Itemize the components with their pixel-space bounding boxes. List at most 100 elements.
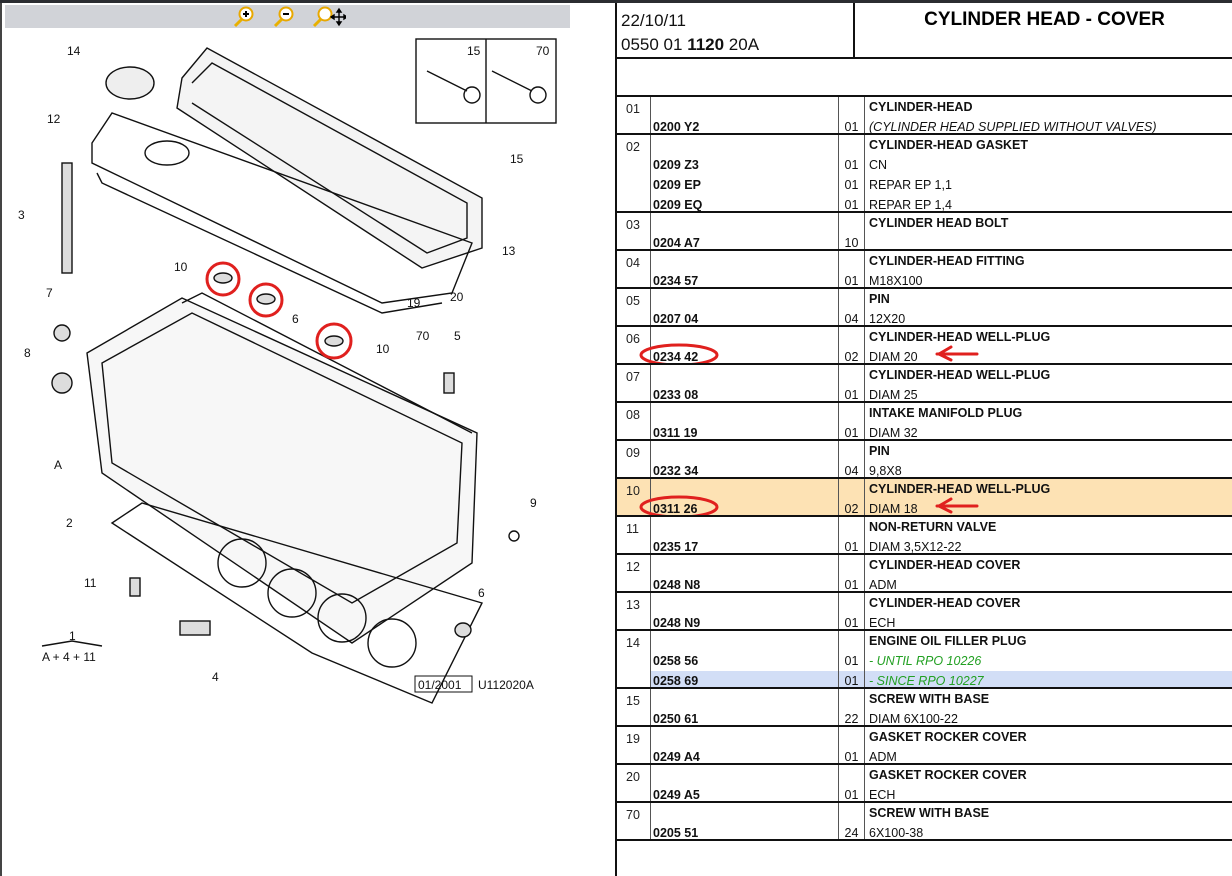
ref-number: 12 [626, 560, 640, 574]
part-number[interactable]: 0204 A7 [653, 236, 700, 250]
parts-header: 22/10/11 0550 01 1120 20A CYLINDER HEAD … [617, 3, 1232, 59]
callout-6b: 6 [478, 586, 485, 600]
quantity: 01 [844, 750, 859, 764]
part-number[interactable]: 0209 Z3 [653, 158, 699, 172]
part-number[interactable]: 0248 N9 [653, 616, 701, 630]
part-number[interactable]: 0207 04 [653, 312, 699, 326]
spacer [839, 135, 864, 155]
ref-number: 09 [626, 446, 640, 460]
zoom-pan-icon [312, 6, 346, 27]
callout-9: 9 [530, 496, 537, 510]
part-title: GASKET ROCKER COVER [869, 730, 1027, 744]
diagram-panel: 14 12 3 10 6 10 7 8 A 2 11 4 6 9 5 70 19… [0, 3, 612, 876]
part-number[interactable]: 0311 26 [653, 502, 698, 516]
spacer [651, 765, 838, 785]
callout-A: A [54, 458, 62, 472]
legend-number: 1 [69, 629, 76, 643]
part-number[interactable]: 0311 19 [653, 426, 698, 440]
quantity-cell: 10 [838, 213, 864, 249]
description-cell: SCREW WITH BASE DIAM 6X100-22 [864, 689, 1232, 725]
callout-14: 14 [67, 44, 81, 58]
selected-subrow[interactable] [650, 671, 1232, 687]
part-number-cell: 0207 04 [650, 289, 838, 325]
part-number[interactable]: 0250 61 [653, 712, 699, 726]
ref-number: 05 [626, 294, 640, 308]
quantity: 01 [844, 274, 859, 288]
part-number[interactable]: 0258 56 [653, 654, 699, 668]
callout-13: 13 [502, 244, 516, 258]
spacer [651, 97, 838, 117]
part-number[interactable]: 0235 17 [653, 540, 699, 554]
part-number[interactable]: 0248 N8 [653, 578, 701, 592]
part-number[interactable]: 0249 A4 [653, 750, 700, 764]
part-number-cell: 0234 42 [650, 327, 838, 363]
catalog-date: 22/10/11 [621, 11, 686, 30]
spacer [651, 441, 838, 461]
zoom-out-button[interactable] [270, 6, 296, 28]
callout-10b: 10 [376, 342, 390, 356]
part-description: DIAM 6X100-22 [869, 712, 958, 726]
spacer [651, 289, 838, 309]
quantity-cell: 01 [838, 365, 864, 401]
quantity: 01 [844, 426, 859, 440]
part-number[interactable]: 0249 A5 [653, 788, 700, 802]
zoom-pan-button[interactable] [310, 6, 346, 28]
spacer [651, 403, 838, 423]
part-number[interactable]: 0234 42 [653, 350, 699, 364]
zoom-in-button[interactable] [230, 6, 256, 28]
quantity: 01 [844, 616, 859, 630]
part-number[interactable]: 0209 EP [653, 178, 701, 192]
part-number[interactable]: 0200 Y2 [653, 120, 700, 134]
part-title: ENGINE OIL FILLER PLUG [869, 634, 1027, 648]
part-number-cell: 0235 17 [650, 517, 838, 553]
part-number[interactable]: 0258 69 [653, 674, 699, 688]
spacer [839, 251, 864, 271]
blank-row [617, 59, 1232, 97]
spacer [839, 97, 864, 117]
quantity: 01 [844, 540, 859, 554]
part-number[interactable]: 0205 51 [653, 826, 699, 840]
exploded-parts-diagram[interactable]: 14 12 3 10 6 10 7 8 A 2 11 4 6 9 5 70 19… [2, 33, 614, 733]
diagram-ref-code: U112020A [478, 678, 534, 692]
part-number[interactable]: 0233 08 [653, 388, 699, 402]
part-title: PIN [869, 444, 890, 458]
part-description: ECH [869, 616, 896, 630]
part-description: 12X20 [869, 312, 906, 326]
part-number[interactable]: 0232 34 [653, 464, 699, 478]
part-number[interactable]: 0234 57 [653, 274, 699, 288]
part-title: SCREW WITH BASE [869, 692, 990, 706]
part-number[interactable]: 0209 EQ [653, 198, 703, 212]
ref-number: 19 [626, 732, 640, 746]
part-number-cell: 0205 51 [650, 803, 838, 839]
part-number-cell: 0204 A7 [650, 213, 838, 249]
code-bold: 1120 [687, 35, 725, 54]
part-title: CYLINDER-HEAD WELL-PLUG [869, 482, 1051, 496]
part-number-cell: 0250 61 [650, 689, 838, 725]
